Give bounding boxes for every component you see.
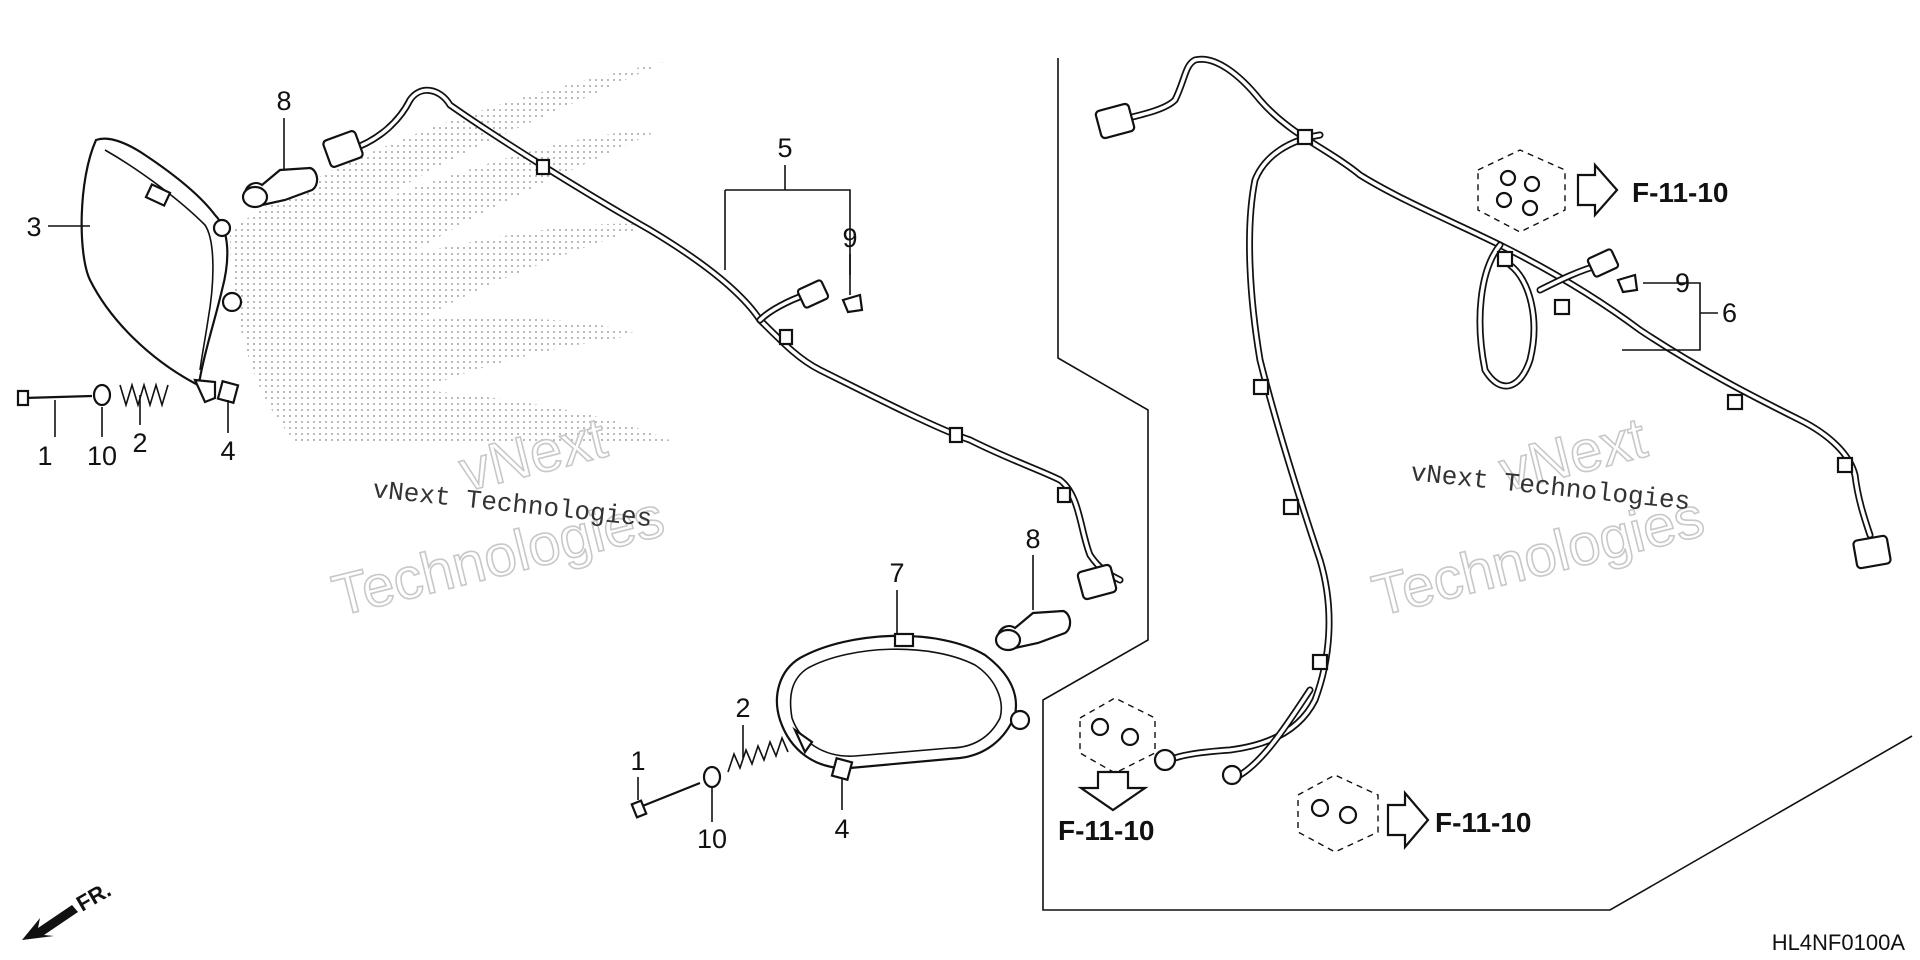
- front-arrow: FR.: [22, 877, 115, 940]
- callout-8-left: 8: [276, 86, 291, 116]
- ref-group-bottom-left: [1077, 697, 1156, 812]
- callout-1-right: 1: [630, 746, 645, 776]
- callout-1-left: 1: [37, 441, 52, 471]
- headlight-right: [775, 632, 1031, 770]
- leader-lines: [48, 118, 1718, 822]
- callout-4-left: 4: [220, 436, 235, 466]
- callout-10-right: 10: [697, 824, 727, 854]
- ref-group-top: [1477, 149, 1619, 233]
- clips: [841, 273, 1639, 314]
- section-border: [1042, 58, 1913, 911]
- fasteners-left: [16, 379, 240, 408]
- callout-5: 5: [777, 133, 792, 163]
- callout-10-left: 10: [87, 441, 117, 471]
- reference-label-bottom-left: F-11-10: [1058, 815, 1155, 846]
- callout-3: 3: [26, 212, 41, 242]
- callout-9-left: 9: [842, 223, 857, 253]
- callout-9-right: 9: [1675, 268, 1690, 298]
- diagram-code: HL4NF0100A: [1772, 930, 1906, 955]
- watermark-right: vNext Technologies vNext Technologies: [1365, 404, 1711, 629]
- callout-7: 7: [889, 558, 904, 588]
- callouts: 1 10 2 4 3 8 5 9 8 7 2 1 10 4 9 6: [26, 86, 1737, 854]
- fasteners-right: [630, 735, 854, 819]
- callout-6: 6: [1722, 298, 1737, 328]
- wing-logo-watermark: [230, 62, 680, 445]
- callout-8-right: 8: [1025, 524, 1040, 554]
- front-label: FR.: [72, 877, 115, 916]
- bulb-left: [241, 166, 319, 209]
- callout-4-right: 4: [834, 814, 849, 844]
- callout-2-right: 2: [735, 693, 750, 723]
- wire-harness-right: [1094, 55, 1892, 786]
- bulb-right: [994, 609, 1072, 652]
- ref-group-bottom-right: [1297, 774, 1430, 853]
- headlight-left: [80, 137, 243, 404]
- wire-harness-left: [322, 87, 1124, 601]
- reference-label-top: F-11-10: [1632, 177, 1729, 208]
- reference-label-bottom-right: F-11-10: [1435, 807, 1532, 838]
- callout-2-left: 2: [132, 428, 147, 458]
